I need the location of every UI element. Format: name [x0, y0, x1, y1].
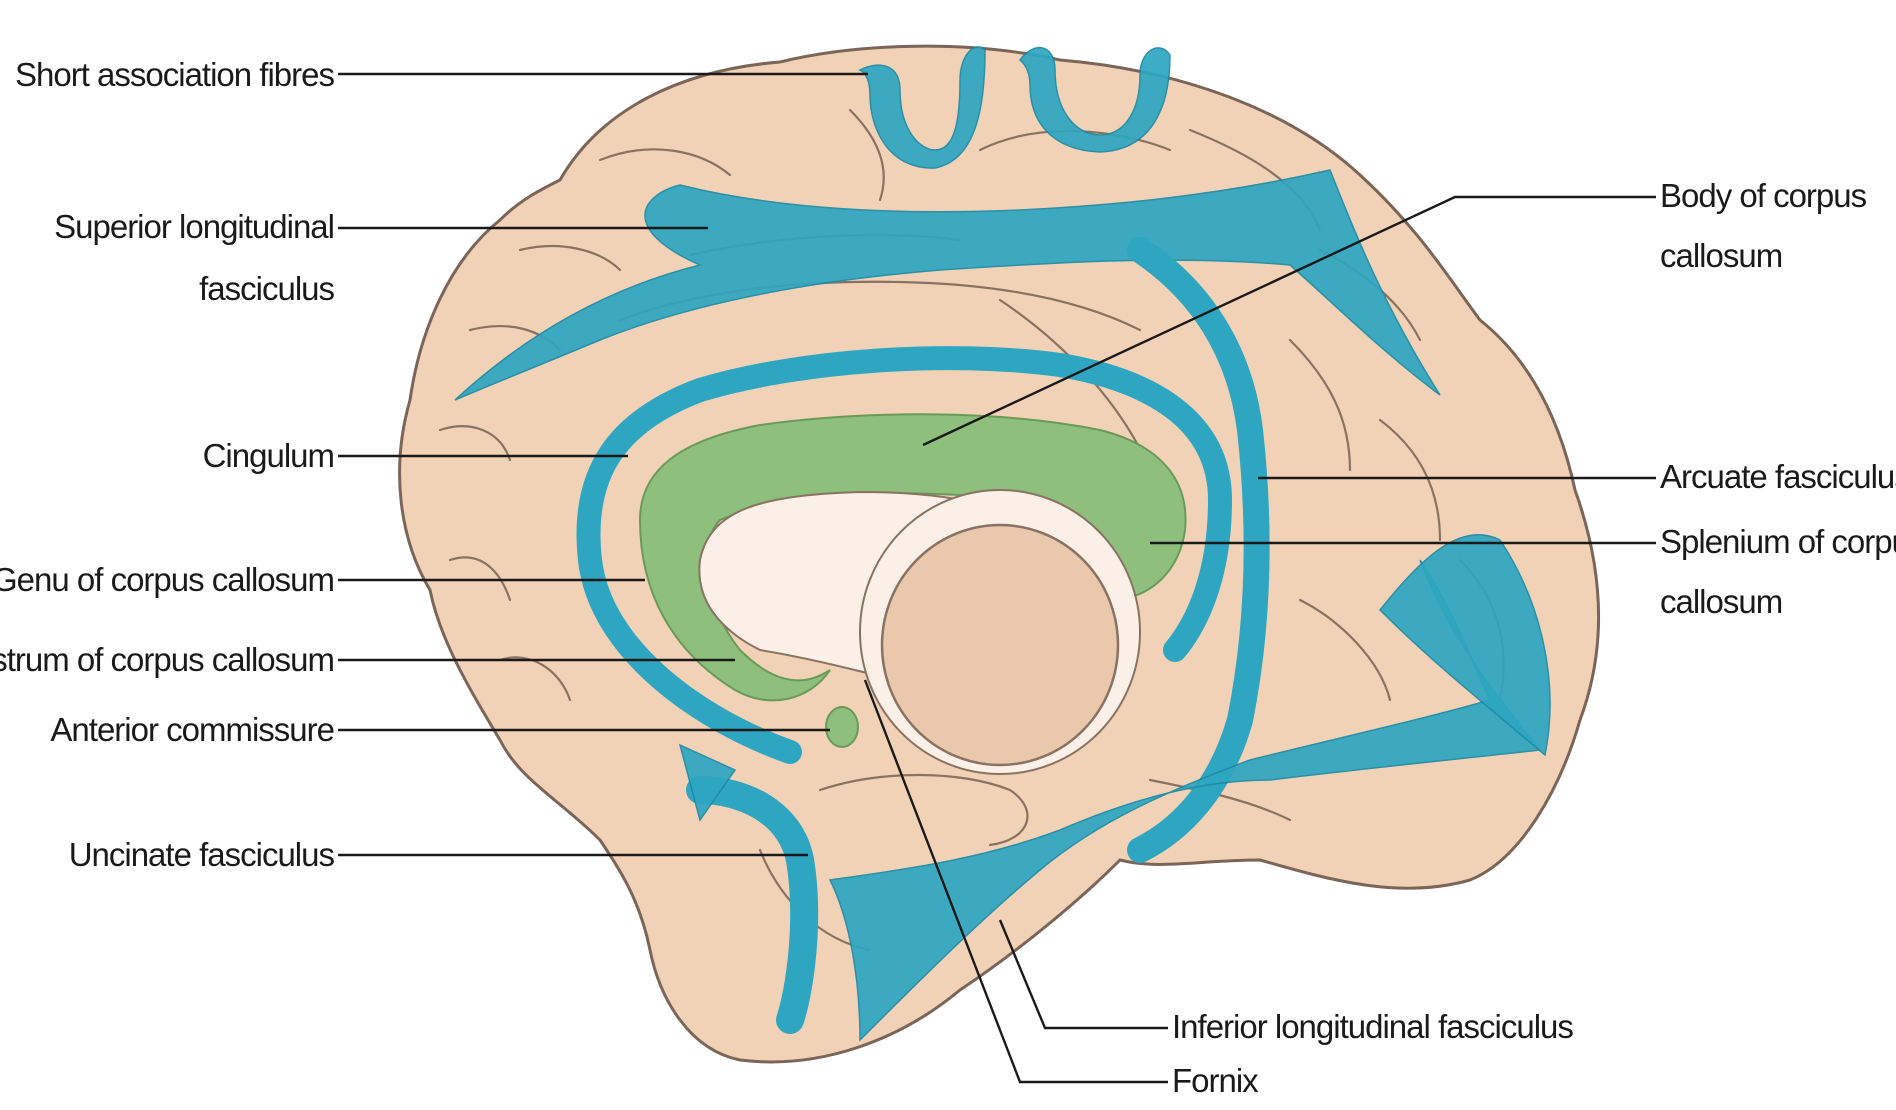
label-arcuate: Arcuate fasciculus — [1660, 458, 1896, 495]
labels-left: Short association fibres Superior longit… — [0, 56, 335, 873]
label-rostrum: Rostrum of corpus callosum — [0, 641, 334, 678]
label-cingulum: Cingulum — [203, 437, 334, 474]
label-splenium-1: Splenium of corpus — [1660, 523, 1896, 560]
label-superior-longitudinal-1: Superior longitudinal — [54, 208, 334, 245]
label-genu: Genu of corpus callosum — [0, 561, 334, 598]
label-fornix: Fornix — [1172, 1062, 1259, 1099]
label-anterior-commissure: Anterior commissure — [50, 711, 334, 748]
label-splenium-2: callosum — [1660, 583, 1782, 620]
label-body-corpus-callosum-1: Body of corpus — [1660, 177, 1867, 214]
label-uncinate: Uncinate fasciculus — [69, 836, 335, 873]
label-short-association-fibres: Short association fibres — [15, 56, 335, 93]
thalamus — [882, 525, 1118, 765]
labels-bottom: Inferior longitudinal fasciculus Fornix — [1172, 1008, 1573, 1099]
label-body-corpus-callosum-2: callosum — [1660, 237, 1782, 274]
anterior-commissure — [826, 707, 858, 747]
label-inferior-longitudinal: Inferior longitudinal fasciculus — [1172, 1008, 1573, 1045]
labels-right: Body of corpus callosum Arcuate fascicul… — [1660, 177, 1896, 620]
label-superior-longitudinal-2: fasciculus — [199, 270, 334, 307]
